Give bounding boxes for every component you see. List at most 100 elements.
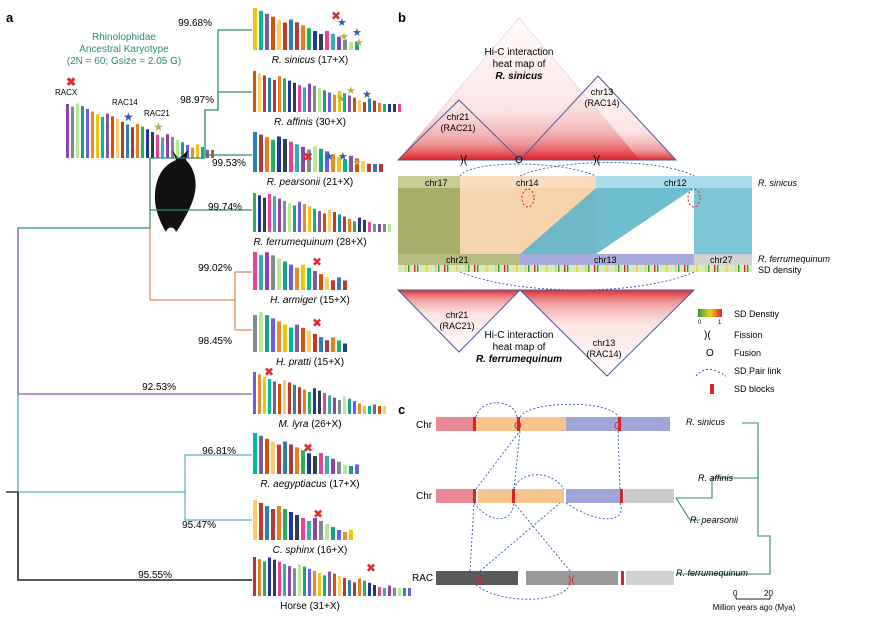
species-0-chromosome xyxy=(265,13,269,50)
panel-label-b: b xyxy=(398,10,406,25)
sd-density-tick xyxy=(678,265,680,272)
sd-density-tick xyxy=(615,265,617,272)
species-3-chromosome xyxy=(318,211,321,232)
legend-lo: 0 xyxy=(698,320,702,326)
species-3-chromosome xyxy=(308,206,311,232)
species-3-chromosome xyxy=(268,193,271,232)
species-2-chromosome xyxy=(355,158,359,172)
species-1-chromosome xyxy=(368,98,371,112)
species-1-chromosome xyxy=(288,80,291,112)
species-0-chromosome xyxy=(271,16,275,50)
species-4-chromosome xyxy=(289,264,293,290)
species-6-chromosome xyxy=(293,384,296,414)
species-9-chromosome xyxy=(288,566,291,596)
species-9-chromosome xyxy=(308,568,311,596)
species-7-chromosome xyxy=(283,441,287,474)
ancestral-chromosome xyxy=(176,139,179,158)
species-8-chromosome xyxy=(289,512,293,540)
species-7-chromosome xyxy=(349,466,353,474)
ancestral-chromosome xyxy=(106,113,109,158)
species-0-chromosome xyxy=(337,36,341,50)
species-5-chromosome xyxy=(289,327,293,352)
species-9-chromosome xyxy=(278,561,281,596)
sd-density-tick xyxy=(618,265,620,272)
species-5-chromosome xyxy=(271,318,275,352)
species-1-chromosome xyxy=(373,100,376,112)
species-top-label: R. sinicus xyxy=(758,178,798,188)
species-6-chromosome xyxy=(343,396,346,414)
species-6-chromosome xyxy=(378,406,381,414)
c-species-1: R. sinicus xyxy=(686,417,726,427)
species-1-chromosome xyxy=(303,87,306,112)
sd-density-tick xyxy=(444,265,446,272)
hic-heatmap-bottom xyxy=(396,289,696,377)
species-1-chromosome xyxy=(388,104,391,112)
star-icon: ★ xyxy=(346,85,356,97)
species-0-chromosome xyxy=(319,34,323,50)
sd-density-tick xyxy=(744,265,746,272)
species-karyotypes: ✖✖✖✖✖✖✖✖★★★★★★★★★★ xyxy=(253,8,411,596)
species-7-chromosome xyxy=(271,441,275,474)
species-8-chromosome xyxy=(343,532,347,540)
ancestral-chromosome xyxy=(66,104,69,158)
species-8-chromosome xyxy=(301,518,305,540)
ancestral-chromosome xyxy=(116,119,119,158)
species-3-chromosome xyxy=(323,213,326,232)
species-8-chromosome xyxy=(307,521,311,540)
sd-density-tick xyxy=(666,265,668,272)
star-olive-icon: ★ xyxy=(153,120,164,134)
sd-density-tick xyxy=(414,265,416,272)
axis-label: Million years ago (Mya) xyxy=(713,603,796,612)
species-3-chromosome xyxy=(363,219,366,232)
svg-text:)(: )( xyxy=(476,575,483,586)
ancestral-chromosome xyxy=(181,142,184,158)
species-1-chromosome xyxy=(358,99,361,112)
sd-density-tick xyxy=(696,265,698,272)
species-8-chromosome xyxy=(313,518,317,540)
sd-density-tick xyxy=(408,265,410,272)
legend-fusion-icon: O xyxy=(706,348,714,359)
species-2-chromosome xyxy=(295,144,299,172)
ancestral-chromosome xyxy=(91,111,94,158)
species-5-chromosome xyxy=(319,337,323,352)
ancestral-chromosome xyxy=(206,149,209,158)
species-5-chromosome xyxy=(331,337,335,352)
legend-sd-density: SD Denstiy xyxy=(734,309,780,319)
species-9-chromosome xyxy=(283,564,286,596)
species-9-chromosome xyxy=(383,588,386,596)
species-2-chromosome xyxy=(379,164,383,172)
svg-text:O: O xyxy=(514,421,522,432)
species-0-chromosome xyxy=(295,22,299,50)
species-2-chromosome xyxy=(319,148,323,172)
species-3-chromosome xyxy=(263,197,266,232)
ancestral-chromosome xyxy=(111,116,114,158)
fission-marker-icon: ✖ xyxy=(331,9,341,23)
species-9-chromosome xyxy=(333,573,336,596)
support-armiger: 99.02% xyxy=(198,263,232,274)
sd-density-tick xyxy=(528,265,530,272)
species-1-chromosome xyxy=(268,77,271,112)
sd-density-tick xyxy=(537,265,539,272)
species-8-chromosome xyxy=(259,503,263,540)
legend-gradient-swatch xyxy=(698,309,722,317)
species-1-chromosome xyxy=(348,95,351,112)
species-2-chromosome xyxy=(259,134,263,172)
sd-density-tick xyxy=(714,265,716,272)
sd-density-tick xyxy=(717,265,719,272)
star-icon: ★ xyxy=(324,151,334,163)
sd-density-tick xyxy=(474,265,476,272)
sd-density-tick xyxy=(468,265,470,272)
species-6-chromosome xyxy=(298,387,301,414)
species-7-chromosome xyxy=(301,450,305,474)
species-5-chromosome xyxy=(265,315,269,352)
sd-density-tick xyxy=(555,265,557,272)
species-5-chromosome xyxy=(301,327,305,352)
species-9-chromosome xyxy=(318,573,321,596)
c-species-3: R. pearsonii xyxy=(690,515,739,525)
sd-density-label: SD density xyxy=(758,265,802,275)
sd-density-tick xyxy=(624,265,626,272)
chrom-bottom-1: chr21 xyxy=(446,255,469,265)
species-1-chromosome xyxy=(298,85,301,112)
sd-density-tick xyxy=(525,265,527,272)
species-1-chromosome xyxy=(333,94,336,112)
